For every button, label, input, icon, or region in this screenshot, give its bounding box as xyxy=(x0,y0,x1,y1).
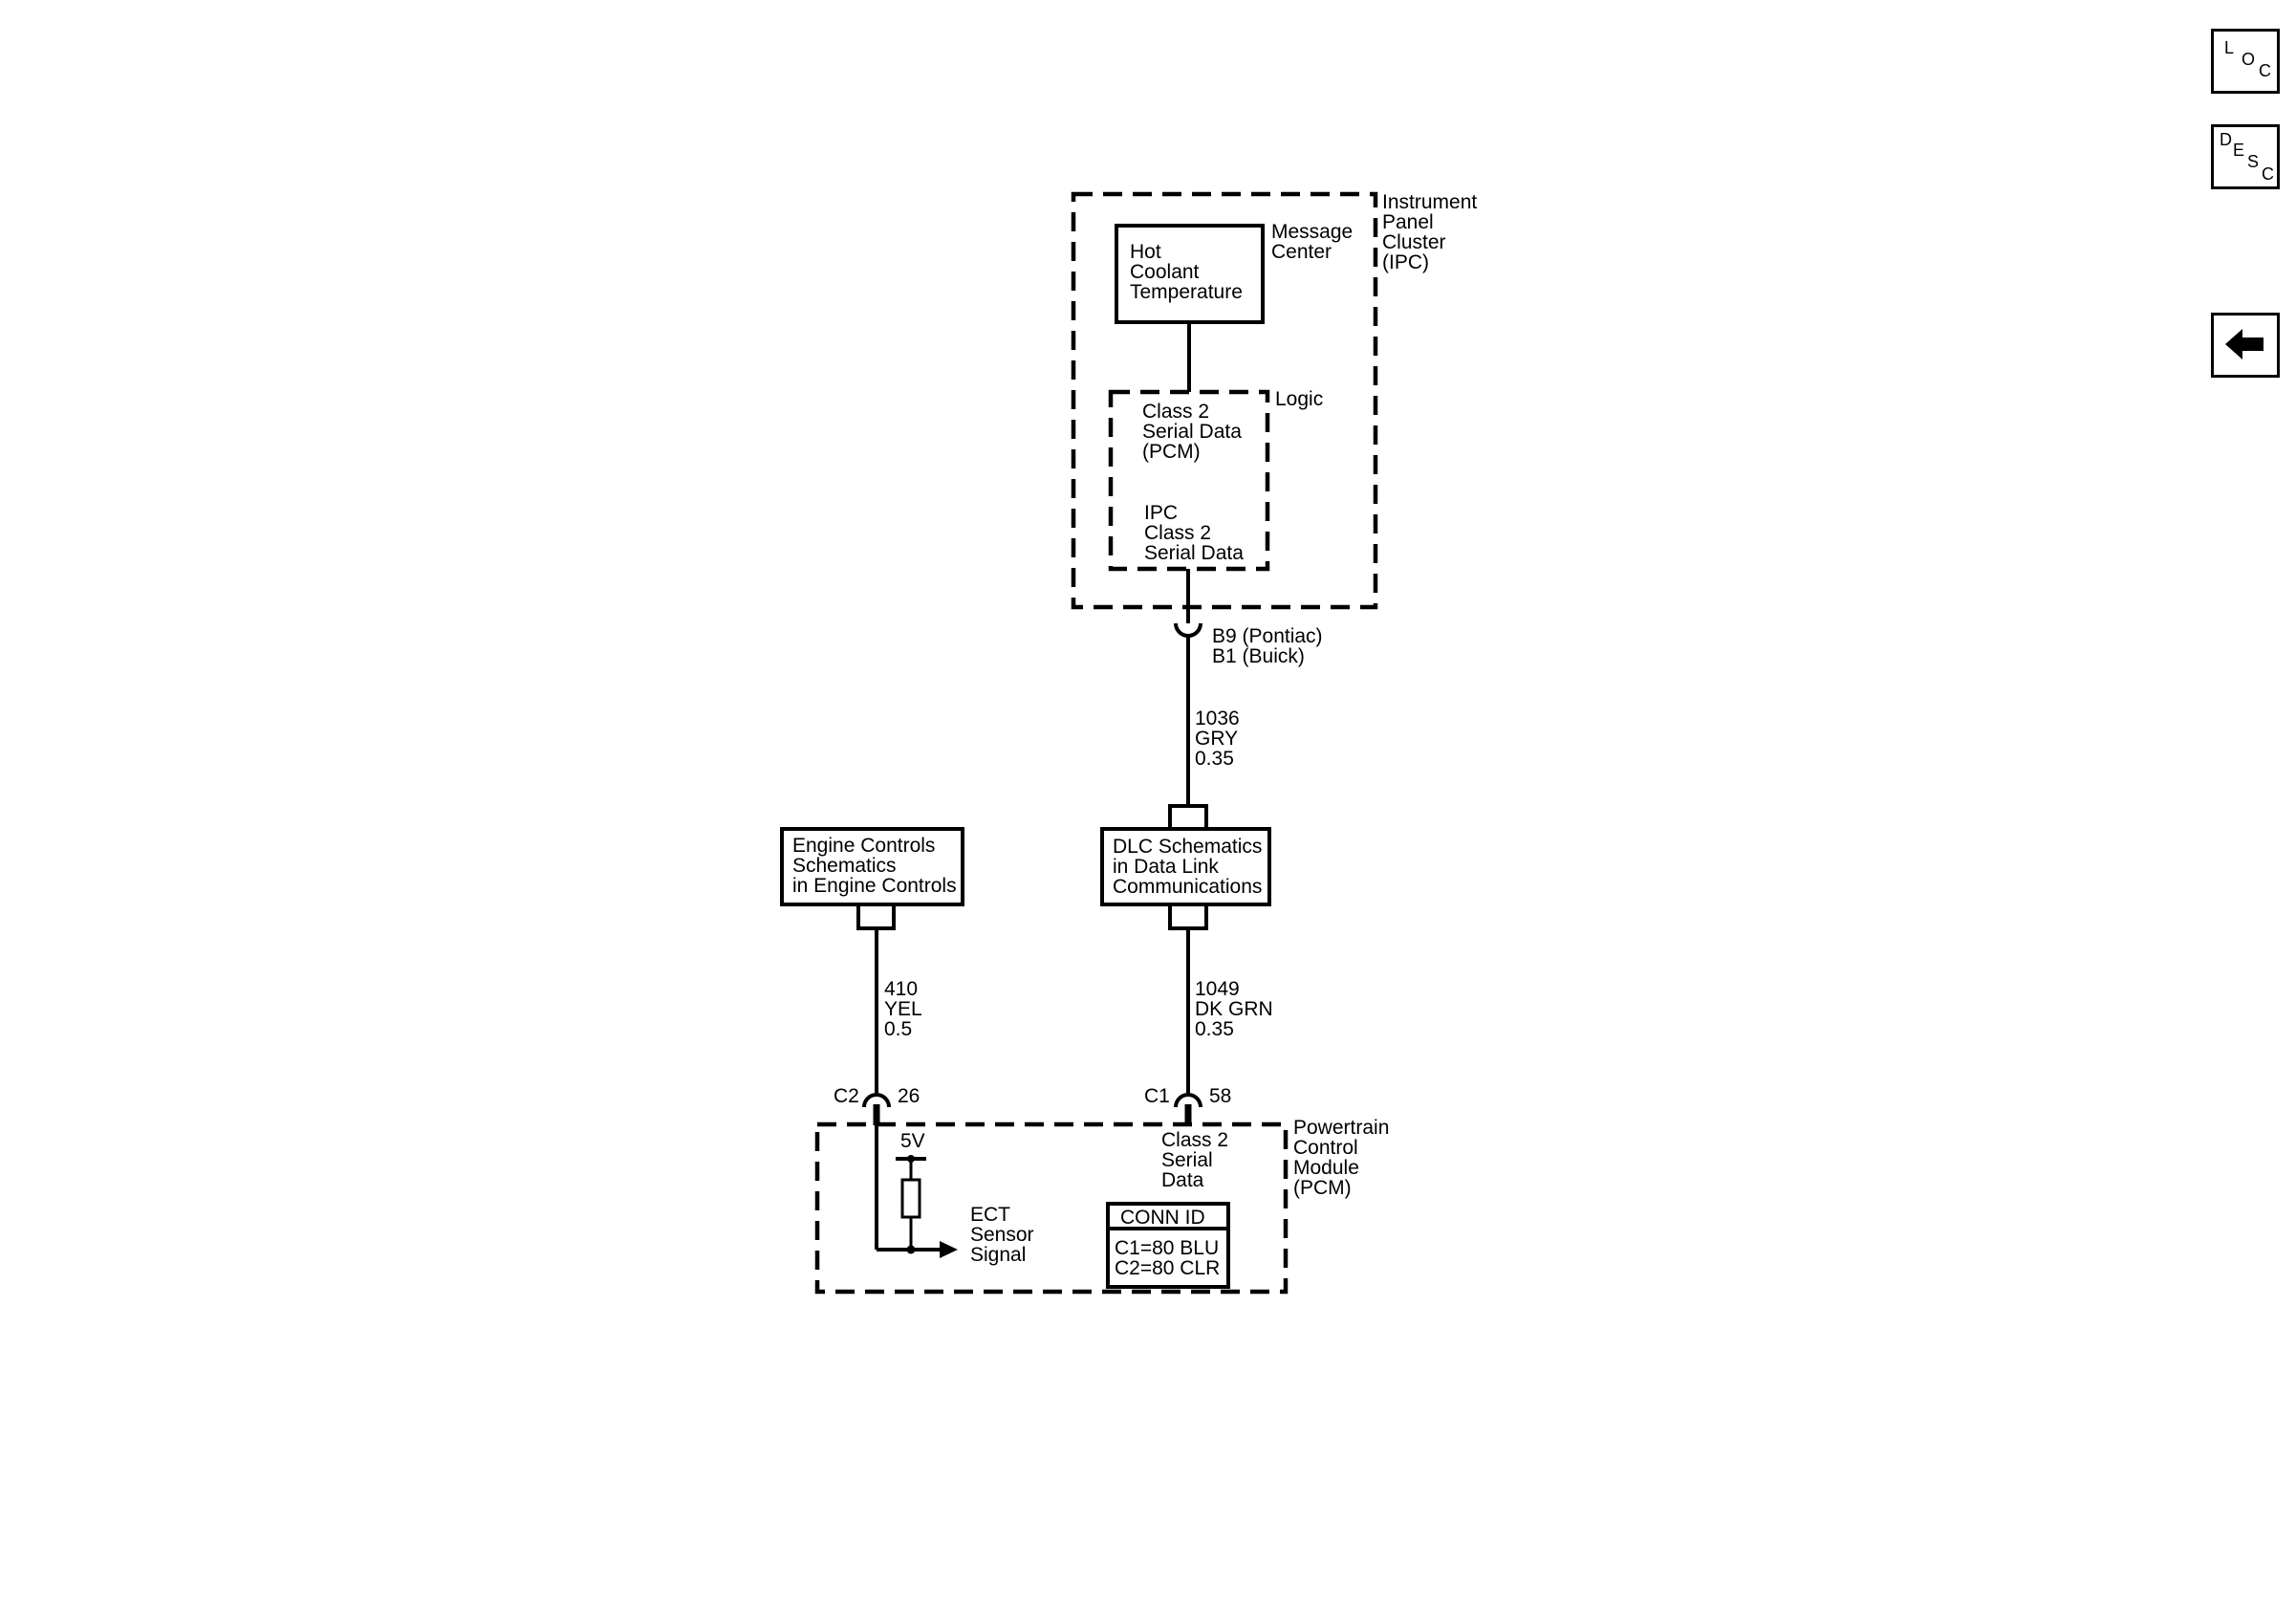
ipc-boundary xyxy=(1071,191,1378,610)
dlc-box xyxy=(1100,827,1271,906)
message-box-text: Hot Coolant Temperature xyxy=(1130,241,1243,303)
pcm-c1-label: C1 xyxy=(1144,1085,1170,1107)
loc-letter-c: C xyxy=(2259,61,2271,80)
ect-5v-label: 5V xyxy=(900,1130,925,1152)
pcm-label: Powertrain Control Module (PCM) xyxy=(1293,1117,1395,1199)
wire-left-label: 410 YEL 0.5 xyxy=(884,978,927,1040)
message-center-label: Message Center xyxy=(1271,221,1358,263)
loc-button[interactable]: L O C xyxy=(2211,29,2280,94)
wire-lower-label: 1049 DK GRN 0.35 xyxy=(1195,978,1279,1040)
back-arrow-icon xyxy=(2225,329,2264,359)
conn-id-title: CONN ID xyxy=(1120,1207,1205,1229)
ect-label: ECT Sensor Signal xyxy=(970,1204,1039,1266)
conn-id-rows: C1=80 BLU C2=80 CLR xyxy=(1115,1237,1224,1279)
engine-lower-bracket xyxy=(856,904,896,930)
ipc-label: Instrument Panel Cluster (IPC) xyxy=(1382,191,1483,273)
desc-letter-e: E xyxy=(2233,141,2245,160)
wire-upper-label: 1036 GRY 0.35 xyxy=(1195,708,1245,770)
ect-pullup-resistor xyxy=(900,1178,921,1219)
desc-letter-s: S xyxy=(2247,152,2260,171)
loc-letter-l: L xyxy=(2224,38,2235,57)
pcm-boundary xyxy=(814,1121,1289,1295)
pcm-connector-c1-symbol xyxy=(1174,1093,1202,1108)
loc-letter-o: O xyxy=(2242,50,2256,69)
ipc-connector-symbol xyxy=(1174,622,1202,638)
desc-letter-d: D xyxy=(2220,130,2232,149)
dlc-lower-bracket xyxy=(1168,904,1208,930)
logic-label: Logic xyxy=(1275,388,1323,410)
logic-boundary xyxy=(1108,389,1270,572)
conn-id-table xyxy=(1106,1202,1230,1289)
desc-letter-c: C xyxy=(2262,164,2274,184)
dlc-box-text: DLC Schematics in Data Link Communicatio… xyxy=(1113,836,1267,898)
ipc-connector-label: B9 (Pontiac) B1 (Buick) xyxy=(1212,625,1328,667)
logic-box-bottom-text: IPC Class 2 Serial Data xyxy=(1144,502,1244,564)
message-center-box xyxy=(1115,224,1265,324)
pcm-connector-c2-symbol xyxy=(862,1093,891,1108)
dlc-upper-bracket xyxy=(1168,804,1208,829)
pcm-c2-pin: 26 xyxy=(898,1085,920,1107)
logic-box-top-text: Class 2 Serial Data (PCM) xyxy=(1142,401,1247,463)
desc-button[interactable]: D E S C xyxy=(2211,124,2280,189)
pcm-c2-label: C2 xyxy=(834,1085,859,1107)
engine-box-text: Engine Controls Schematics in Engine Con… xyxy=(792,835,957,897)
engine-controls-box xyxy=(780,827,964,906)
pcm-serial-data-label: Class 2 Serial Data xyxy=(1161,1129,1234,1191)
ect-signal-arrow xyxy=(940,1241,958,1258)
back-button[interactable] xyxy=(2211,313,2280,378)
pcm-c1-pin: 58 xyxy=(1209,1085,1231,1107)
